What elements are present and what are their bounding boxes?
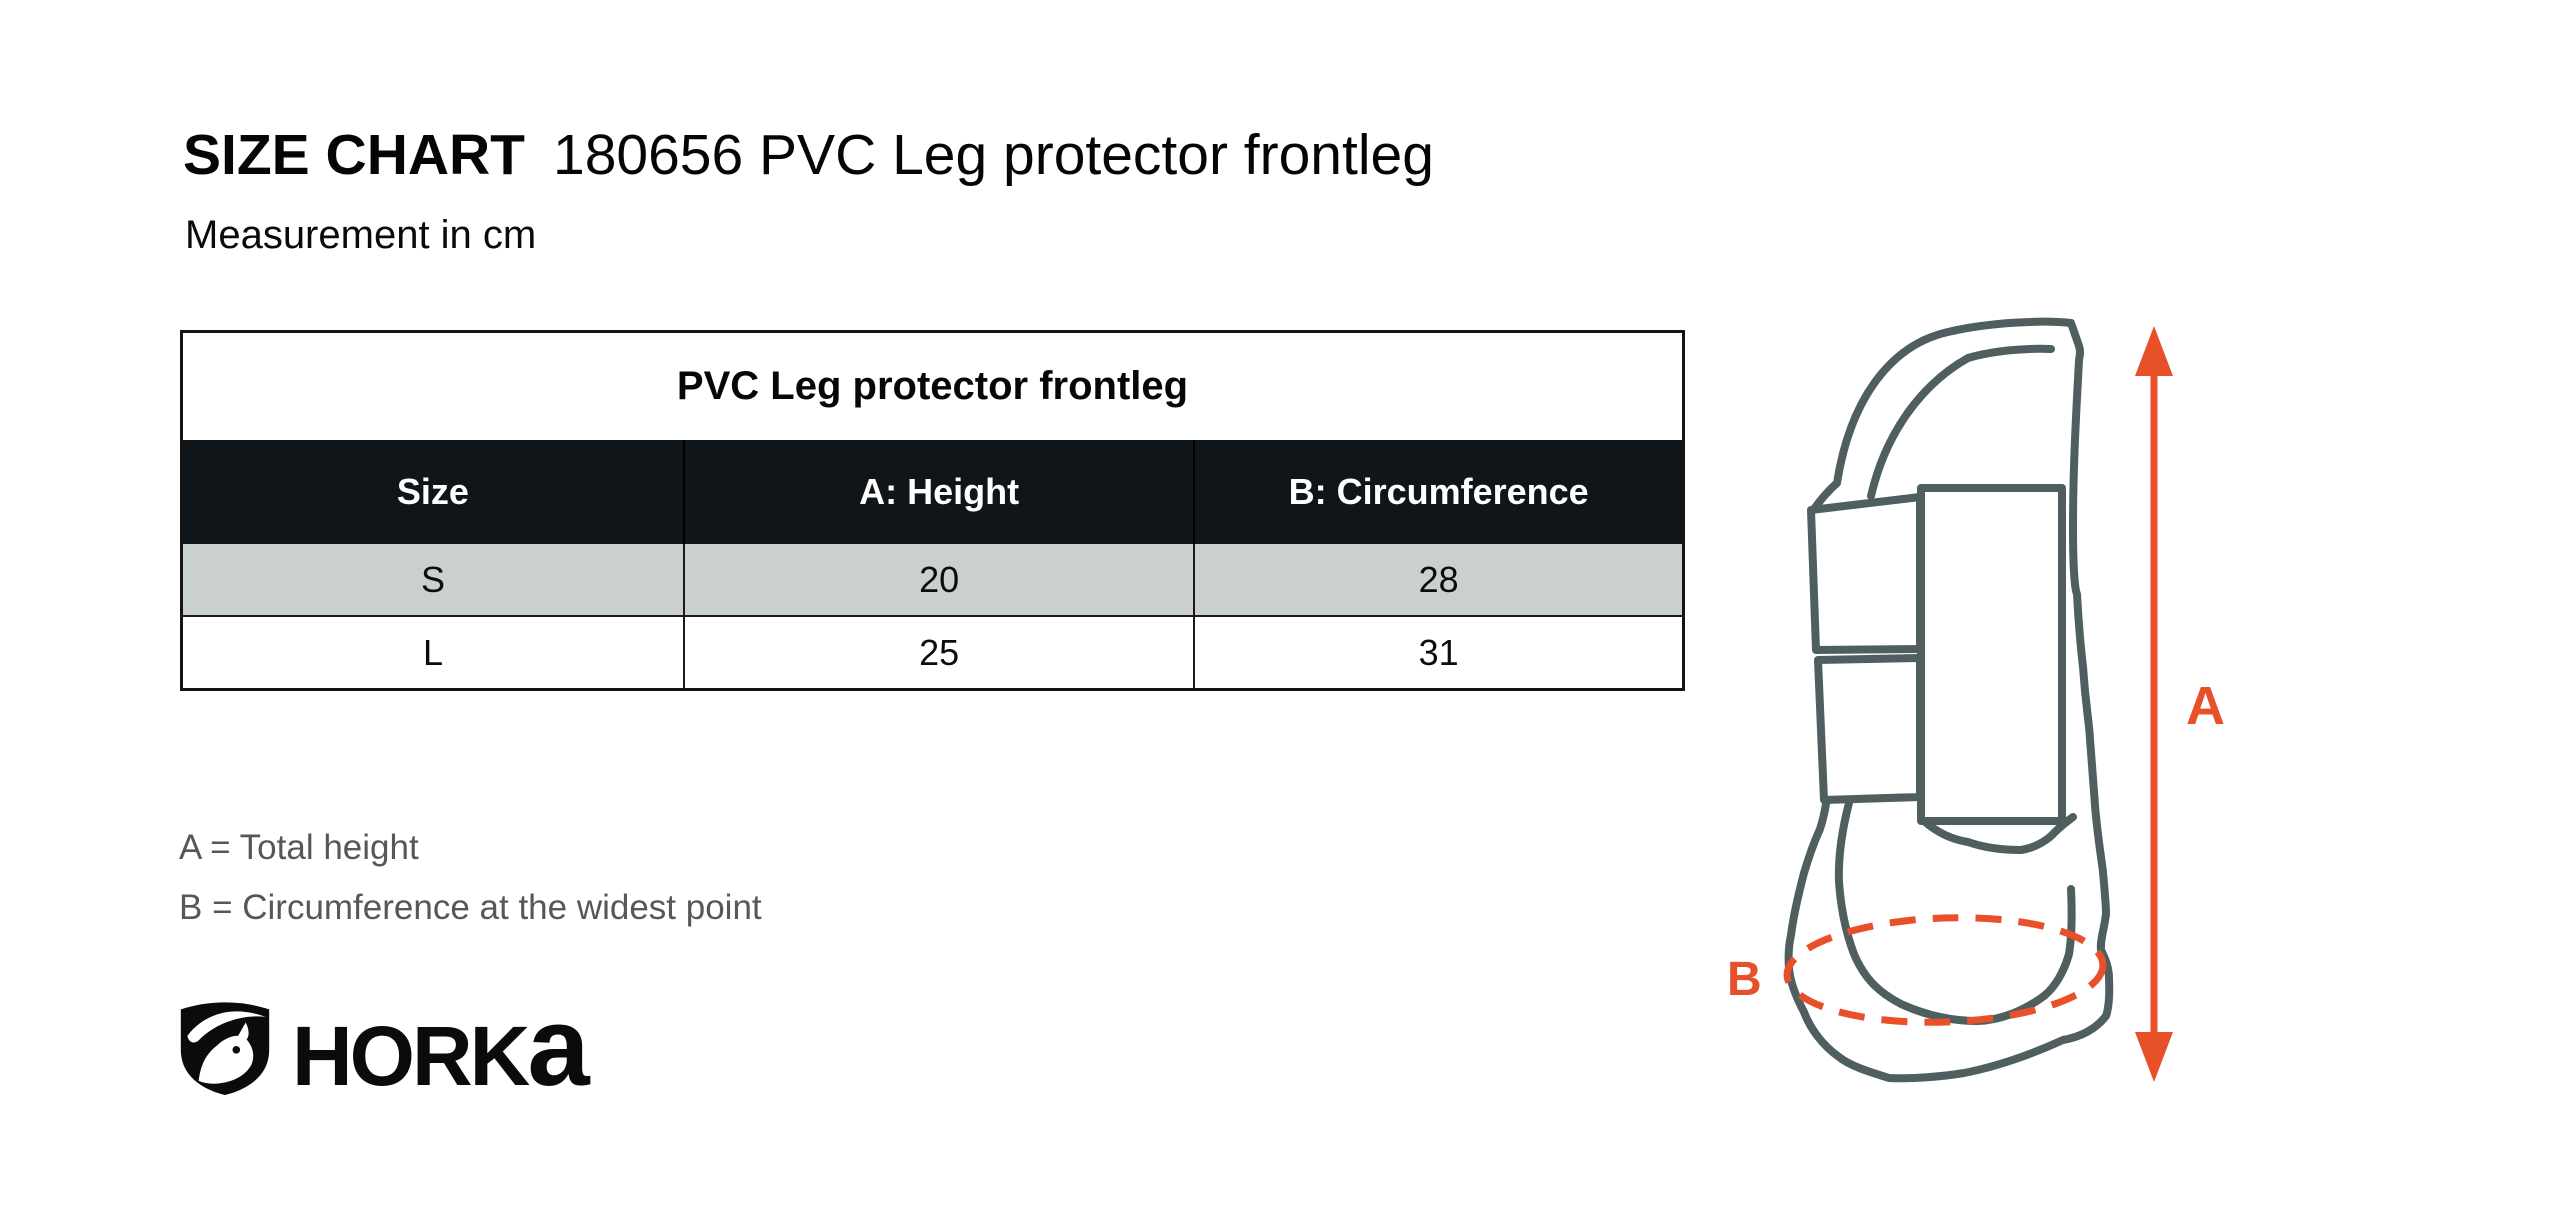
legend-line-b: B = Circumference at the widest point <box>179 888 762 927</box>
size-chart-table: PVC Leg protector frontleg Size A: Heigh… <box>180 330 1685 691</box>
boot-inner-tongue-line <box>1867 344 2055 500</box>
circumference-ellipse <box>1783 914 2107 1026</box>
column-header-circumference: B: Circumference <box>1193 440 1682 544</box>
page-title-bold: SIZE CHART <box>183 123 525 187</box>
table-header-row: Size A: Height B: Circumference <box>183 440 1682 544</box>
arrow-down-icon <box>2135 1032 2173 1082</box>
logo-text-last: a <box>527 984 590 1109</box>
arrow-up-icon <box>2135 326 2173 376</box>
cell-circumference: 31 <box>1193 617 1682 688</box>
boot-outline <box>1784 317 2114 1083</box>
cell-size: S <box>420 558 445 600</box>
brand-logo-text: HORKa <box>292 991 590 1107</box>
boot-ankle-line <box>1920 813 2077 854</box>
brand-logo: HORKa <box>178 991 590 1107</box>
column-header-height: A: Height <box>682 440 1193 544</box>
table-title: PVC Leg protector frontleg <box>183 333 1682 440</box>
table-row: S 20 28 <box>183 544 1682 615</box>
measurement-unit-note: Measurement in cm <box>185 213 537 257</box>
column-header-size: Size <box>396 471 469 512</box>
logo-text-main: HORK <box>292 1009 530 1103</box>
boot-center-pad <box>1917 484 2066 825</box>
legend-line-a: A = Total height <box>179 828 419 867</box>
diagram-label-b: B <box>1727 953 1762 1006</box>
page-title-product: 180656 PVC Leg protector frontleg <box>553 123 1434 187</box>
cell-height: 25 <box>682 617 1193 688</box>
measurement-legend: A = Total height B = Circumference at th… <box>179 818 762 938</box>
boot-strap-upper <box>1807 493 1924 654</box>
cell-circumference: 28 <box>1193 544 1682 615</box>
page-title: SIZE CHART 180656 PVC Leg protector front… <box>183 124 1434 186</box>
leg-protector-diagram: A B <box>1727 317 2225 1083</box>
table-row: L 25 31 <box>183 615 1682 688</box>
boot-liner-line <box>1834 799 2076 1025</box>
horka-horse-shield-icon <box>180 1002 270 1095</box>
boot-strap-lower <box>1814 654 1924 804</box>
diagram-label-a: A <box>2186 676 2225 736</box>
cell-size: L <box>422 631 443 673</box>
cell-height: 20 <box>682 544 1193 615</box>
